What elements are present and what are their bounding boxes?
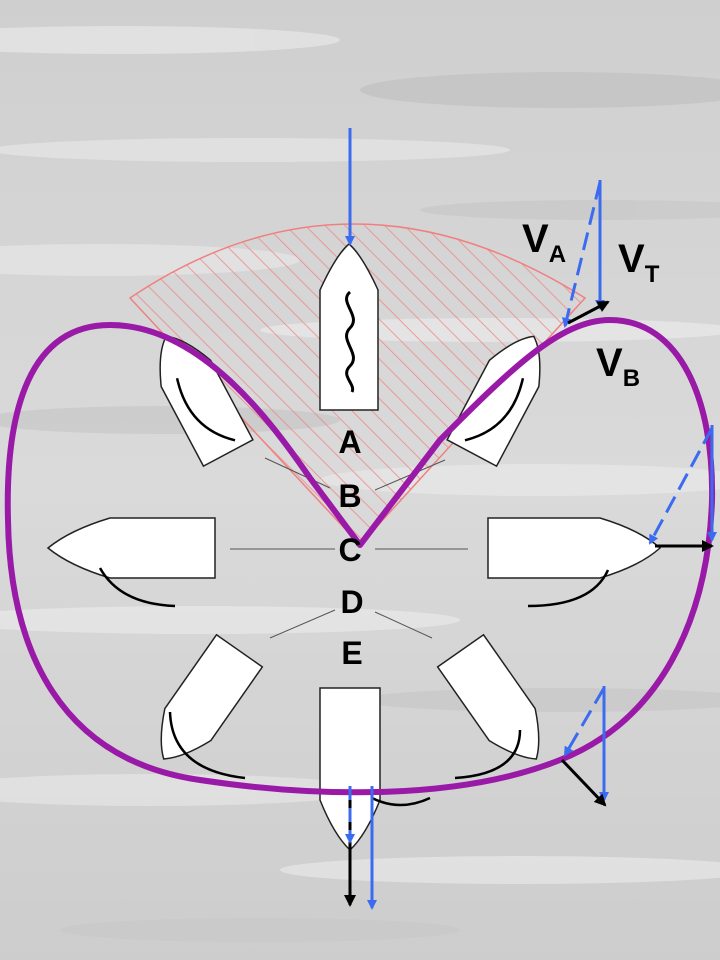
vector-triangle-beam-reach bbox=[648, 425, 717, 552]
vector-triangle-running bbox=[344, 786, 377, 910]
sector-label-b: B bbox=[338, 478, 361, 514]
curved-sail-icon bbox=[371, 796, 431, 807]
sector-label-a: A bbox=[338, 424, 361, 460]
curved-sail-icon bbox=[464, 377, 525, 442]
boat-velocity-label: VB bbox=[596, 341, 640, 392]
curved-sail-icon bbox=[168, 711, 246, 780]
curved-sail-icon bbox=[175, 377, 236, 442]
boat-beam-reach-port bbox=[46, 517, 216, 608]
vector-triangle-broad-reach bbox=[560, 686, 609, 807]
curved-sail-icon bbox=[454, 729, 522, 780]
apparent-wind-label: VA bbox=[522, 217, 566, 268]
sector-label-e: E bbox=[341, 635, 362, 671]
curved-sail-icon bbox=[527, 569, 610, 608]
vector-triangle-close-hauled bbox=[562, 180, 610, 328]
curved-sail-icon bbox=[98, 567, 176, 608]
true-wind-label: VT bbox=[618, 237, 660, 288]
boat-broad-reach-port bbox=[160, 633, 264, 760]
sector-label-d: D bbox=[340, 584, 363, 620]
boat-broad-reach-starboard bbox=[436, 633, 540, 760]
wavy-sail-icon bbox=[345, 290, 355, 393]
boat-beam-reach-starboard bbox=[487, 517, 662, 608]
sector-label-c: C bbox=[338, 532, 361, 568]
polar-speed-curve bbox=[4, 317, 716, 796]
